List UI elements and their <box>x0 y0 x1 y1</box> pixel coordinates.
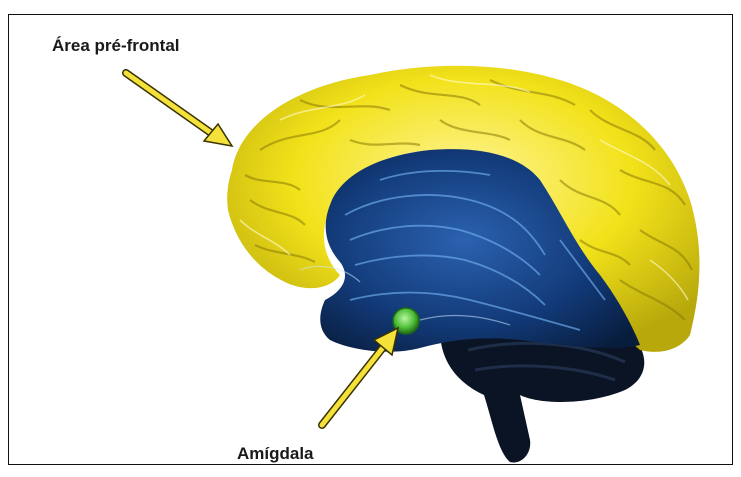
amygdala-label: Amígdala <box>237 444 314 464</box>
prefrontal-area-label: Área pré-frontal <box>52 36 180 56</box>
arrow-prefrontal <box>126 73 232 146</box>
